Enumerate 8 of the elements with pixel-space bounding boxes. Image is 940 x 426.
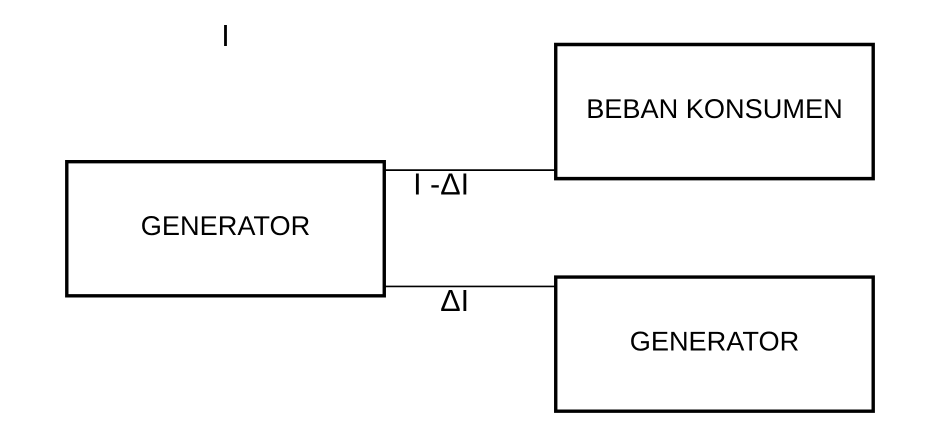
node-box: BEBAN KONSUMEN [554,42,875,180]
node-box: GENERATOR [65,160,386,298]
connector [384,286,556,288]
connector [384,169,556,171]
edge-label: ΔI [440,284,470,318]
edge-label: I -ΔI [413,168,470,202]
node-box: GENERATOR [554,275,875,413]
label: I [221,19,230,54]
